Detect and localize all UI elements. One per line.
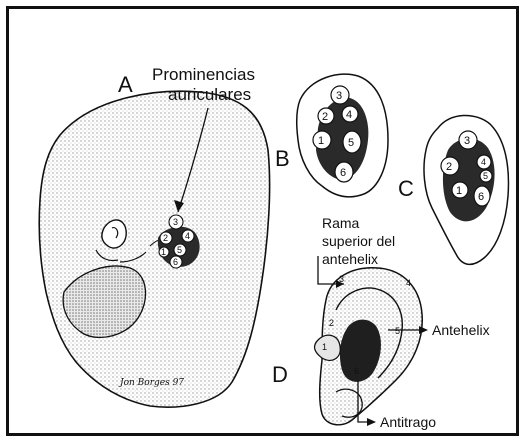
title-line-2: auriculares bbox=[168, 85, 251, 104]
c-hillock-6: 6 bbox=[478, 191, 484, 203]
c-hillock-5: 5 bbox=[483, 171, 488, 181]
antehelix-label: Antehelix bbox=[432, 322, 490, 338]
b-hillock-1: 1 bbox=[318, 135, 324, 147]
hillock-2-label: 2 bbox=[163, 233, 168, 243]
panel-a-label: A bbox=[118, 72, 133, 97]
panel-d-label: D bbox=[272, 362, 288, 387]
c-hillock-2: 2 bbox=[446, 161, 452, 173]
b-hillock-6: 6 bbox=[340, 167, 346, 179]
rama-label-line-3: antehelix bbox=[322, 251, 378, 267]
panel-c-label: C bbox=[398, 176, 414, 201]
d-hillock-4: 4 bbox=[406, 278, 411, 288]
panel-b-ear: 3 2 4 1 5 6 bbox=[297, 74, 388, 197]
hillock-4-label: 4 bbox=[185, 231, 190, 241]
d-hillock-6: 6 bbox=[354, 366, 359, 376]
panel-a-embryo: 3 2 4 5 1 6 Jon Borges 97 bbox=[39, 91, 269, 407]
b-hillock-2: 2 bbox=[322, 111, 328, 123]
hillock-1-label: 1 bbox=[161, 247, 166, 257]
hillock-3-label: 3 bbox=[173, 217, 178, 227]
d-hillock-2: 2 bbox=[329, 318, 334, 328]
panel-b-label: B bbox=[275, 146, 290, 171]
embryo-head-outline bbox=[39, 91, 269, 407]
hillock-5-label: 5 bbox=[177, 245, 182, 255]
rama-label-line-2: superior del bbox=[322, 233, 395, 249]
artist-signature: Jon Borges 97 bbox=[118, 378, 184, 388]
b-hillock-4: 4 bbox=[346, 109, 352, 121]
panel-c-ear: 3 2 4 5 1 6 bbox=[424, 115, 508, 264]
d-hillock-5: 5 bbox=[395, 326, 400, 336]
c-hillock-4: 4 bbox=[481, 157, 486, 167]
antitrago-label: Antitrago bbox=[380, 414, 436, 430]
title-line-1: Prominencias bbox=[152, 65, 255, 84]
c-hillock-3: 3 bbox=[464, 135, 470, 147]
b-hillock-5: 5 bbox=[348, 137, 354, 149]
rama-label-line-1: Rama bbox=[322, 215, 360, 231]
b-hillock-3: 3 bbox=[336, 90, 342, 102]
panel-d-ear: 3 4 2 5 1 6 bbox=[315, 268, 423, 425]
c-hillock-1: 1 bbox=[456, 185, 462, 197]
d-hillock-1: 1 bbox=[322, 342, 327, 352]
hillock-6-label: 6 bbox=[173, 257, 178, 267]
